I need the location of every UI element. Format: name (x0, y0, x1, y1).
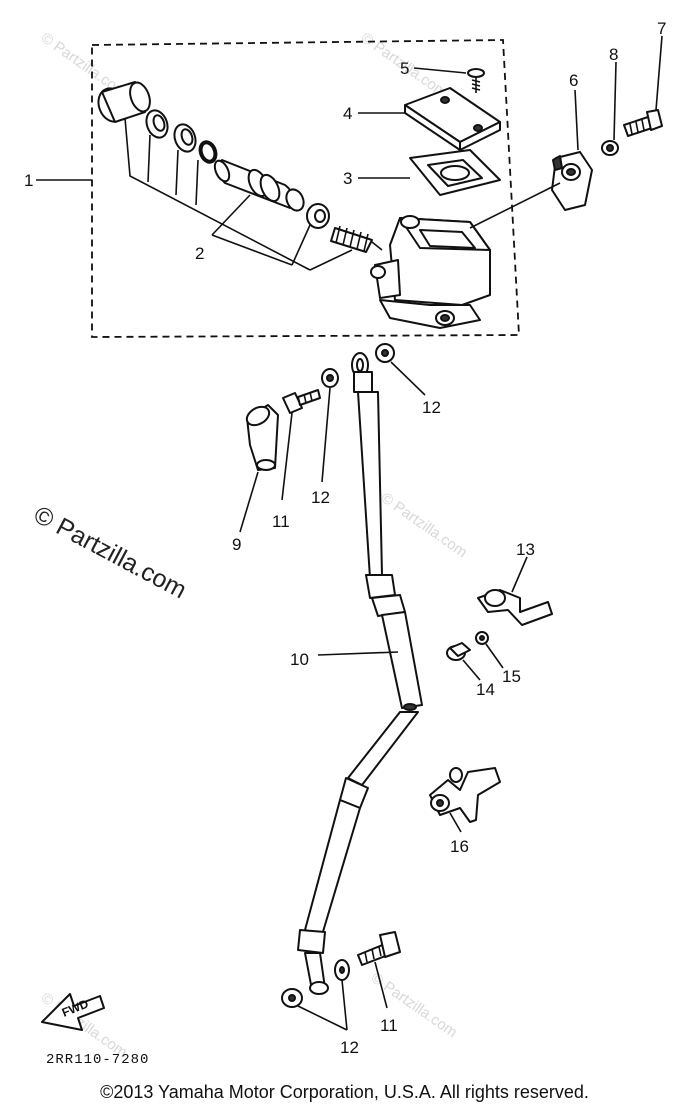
leader-12b (321, 387, 331, 483)
label-4: 4 (343, 104, 352, 123)
leader-14 (462, 659, 481, 681)
watermark-main: © Partzilla.com (29, 501, 191, 605)
label-12a: 12 (422, 398, 441, 417)
washer-8 (601, 140, 619, 156)
seal-ring-2 (173, 123, 197, 153)
label-12b: 12 (311, 488, 330, 507)
fwd-arrow-icon: FWD (41, 993, 105, 1031)
diaphragm-gasket (409, 149, 501, 196)
union-bolt-lower (357, 931, 401, 966)
label-12c: 12 (340, 1038, 359, 1057)
label-10: 10 (290, 650, 309, 669)
label-5: 5 (400, 59, 409, 78)
leader-12c (297, 979, 348, 1031)
leader-11a (281, 412, 293, 501)
assembly-box (91, 39, 520, 338)
diagram-code: 2RR110-7280 (46, 1052, 149, 1068)
washer-12-upper (375, 343, 395, 363)
leader-15 (485, 643, 504, 669)
leader-5 (413, 67, 467, 74)
piston-cup (97, 81, 151, 123)
leader-16 (449, 812, 462, 833)
label-14: 14 (476, 680, 495, 699)
leader-group-2 (211, 194, 353, 271)
holder-line (469, 182, 561, 229)
hose-clamp-16 (429, 767, 501, 823)
leader-group-1 (124, 117, 311, 271)
label-8: 8 (609, 45, 618, 64)
spring (330, 225, 383, 253)
lever-holder (551, 151, 593, 211)
leader-10 (317, 651, 399, 656)
leader-7 (655, 35, 663, 111)
label-1: 1 (24, 171, 33, 190)
master-cylinder-body (370, 215, 491, 329)
reservoir-cap (404, 87, 501, 151)
label-11a: 11 (272, 512, 290, 531)
leader-9 (239, 471, 259, 533)
o-ring (198, 140, 218, 164)
union-bolt-upper (282, 389, 321, 414)
watermark-faint: © Partzilla.com (378, 489, 471, 561)
label-11b: 11 (380, 1016, 398, 1035)
washer-12-lower-left (281, 988, 303, 1008)
label-6: 6 (569, 71, 578, 90)
washer-15 (475, 631, 489, 645)
leader-6 (574, 89, 579, 151)
label-2: 2 (195, 244, 204, 263)
label-7: 7 (657, 19, 666, 38)
seal-ring-1 (145, 109, 169, 139)
brake-hose-lower (297, 711, 419, 995)
brake-hose-upper (351, 352, 423, 711)
label-15: 15 (502, 667, 521, 686)
washer-12-left (321, 368, 339, 388)
leader-12a (390, 361, 426, 396)
seal-ring-3 (306, 203, 330, 229)
bolt-14 (446, 642, 471, 661)
cap-screw (467, 68, 485, 93)
hose-clamp-13 (477, 589, 553, 626)
washer-12-lower-right (334, 959, 350, 981)
label-9: 9 (232, 535, 241, 554)
leader-13 (511, 556, 528, 593)
copyright-notice: ©2013 Yamaha Motor Corporation, U.S.A. A… (100, 1082, 589, 1102)
leader-11b (374, 961, 388, 1009)
leader-8 (613, 61, 617, 141)
bleed-cap (245, 404, 279, 471)
label-13: 13 (516, 540, 535, 559)
label-16: 16 (450, 837, 469, 856)
piston-rod (213, 159, 305, 212)
label-3: 3 (343, 169, 352, 188)
bolt-7 (623, 109, 663, 137)
